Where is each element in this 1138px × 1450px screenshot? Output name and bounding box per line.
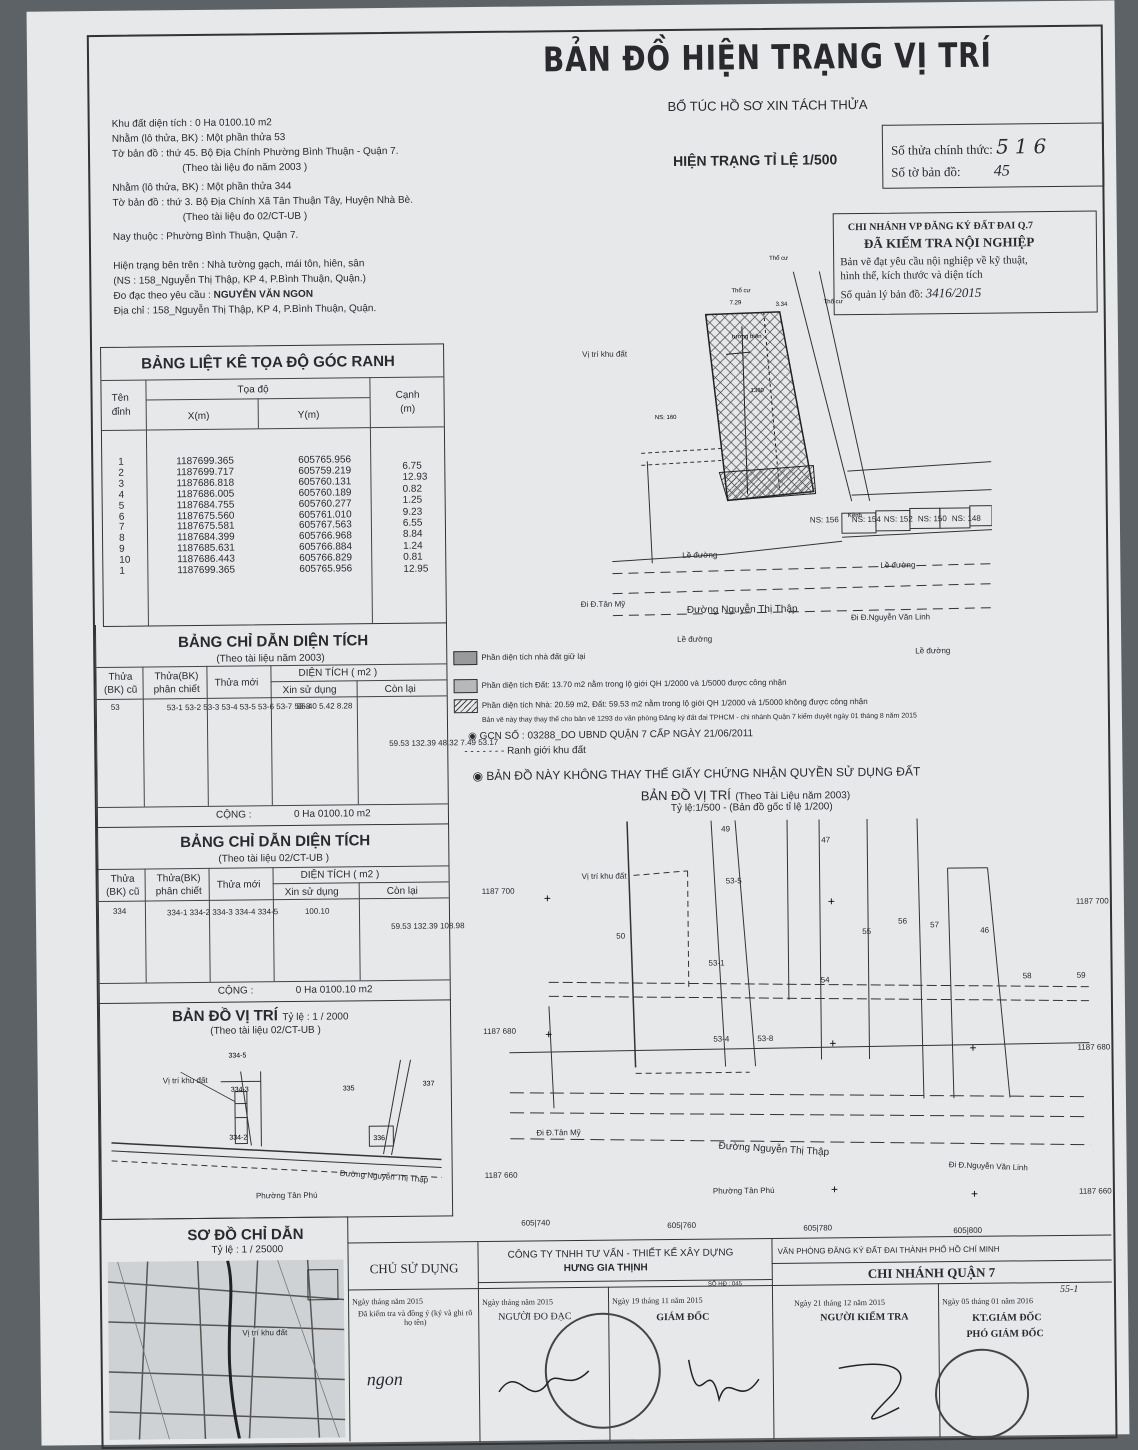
legend-swatch-kept	[453, 651, 477, 665]
location-site-label: Vị trí khu đất	[582, 872, 627, 881]
document-sheet: BẢN ĐỒ HIỆN TRẠNG VỊ TRÍ BỔ TÚC HỒ SƠ XI…	[27, 0, 1130, 1445]
svg-text:Thổ cư: Thổ cư	[731, 287, 750, 294]
svg-text:+: +	[545, 1027, 552, 1041]
svg-text:7.29: 7.29	[730, 300, 742, 306]
parcel-label: 334-3	[231, 1086, 249, 1093]
parcel-label: 334-2	[229, 1134, 247, 1141]
street-name: Đường Nguyễn Thị Thập	[687, 604, 798, 616]
parcel-label: 334-5	[228, 1052, 246, 1059]
legend-swatch-recognized	[454, 679, 478, 693]
area-table-2003: BẢNG CHỈ DẪN DIỆN TÍCH (Theo tài liệu nă…	[95, 621, 449, 828]
signature-section: CHỦ SỬ DỤNG Ngày tháng năm 2015 Đã kiểm …	[347, 1234, 1113, 1443]
map-sheet-value: 45	[964, 162, 1010, 179]
curb-label: Lề đường	[880, 560, 915, 569]
dir-right: Đi Đ.Nguyễn Văn Linh	[851, 612, 930, 622]
legend-swatch-unrecognized	[454, 699, 478, 713]
coordinate-table-title: BẢNG LIỆT KÊ TỌA ĐỘ GÓC RANH	[141, 353, 395, 373]
curb-label: Lề đường	[682, 551, 717, 560]
curb-label: Lề đường	[915, 646, 950, 655]
small-location-map: BẢN ĐỒ VỊ TRÍ Tỷ lệ : 1 / 2000 (Theo tài…	[99, 999, 453, 1220]
parcel-label: 336	[373, 1135, 385, 1142]
coordinate-table: BẢNG LIỆT KÊ TỌA ĐỘ GÓC RANH Tên đỉnh Tọ…	[100, 343, 447, 627]
sketch-site-label: Vị trí khu đất	[242, 1328, 287, 1337]
document-title: BẢN ĐỒ HIỆN TRẠNG VỊ TRÍ	[543, 36, 992, 81]
parcel-number-box: Số thửa chính thức: 516 Số tờ bản đồ: 45	[882, 122, 1105, 188]
curb-label: Lề đường	[677, 635, 712, 644]
svg-text:Thổ cư: Thổ cư	[824, 298, 843, 305]
dir-left: Đi Đ.Tân Mỹ	[581, 599, 626, 608]
parcel-official-label: Số thửa chính thức:	[891, 142, 993, 158]
svg-text:+: +	[971, 1187, 978, 1201]
vertex-x-values: 1187699.365 1187699.717 1187686.818 1187…	[176, 457, 235, 578]
vertex-y-values: 605765.956 605759.219 605760.131 605760.…	[298, 455, 352, 576]
svg-text:+: +	[831, 1182, 838, 1196]
small-map-ward: Phường Tân Phú	[256, 1191, 318, 1201]
svg-text:+: +	[544, 891, 551, 905]
small-map-site-label: Vị trí khu đất	[163, 1076, 208, 1085]
parcel-official-value: 516	[996, 134, 1052, 159]
parcel-label: 337	[423, 1081, 435, 1088]
info-line: Nay thuộc : Phường Bình Thuận, Quận 7.	[113, 225, 533, 244]
parcel-label: 335	[343, 1085, 355, 1092]
owner-signature: ngon	[367, 1369, 403, 1390]
svg-text:1360: 1360	[751, 388, 765, 394]
svg-text:+: +	[969, 1041, 976, 1055]
svg-text:Thổ cư: Thổ cư	[769, 255, 788, 262]
location-ward: Phường Tân Phú	[713, 1186, 775, 1196]
inspector-signature	[829, 1347, 950, 1438]
area-table-02ctub: BẢNG CHỈ DẪN DIỆN TÍCH (Theo tài liệu 02…	[97, 823, 451, 1004]
map-sheet-label: Số tờ bản đồ:	[891, 164, 961, 180]
requester-name: NGUYỄN VĂN NGON	[214, 289, 314, 301]
svg-text:3.34: 3.34	[776, 302, 788, 308]
edge-lengths: 6.75 12.93 0.82 1.25 9.23 6.55 8.84 1.24…	[402, 461, 428, 575]
current-site-label: Vị trí khu đất	[582, 349, 627, 358]
vertex-names: 1 2 3 4 5 6 7 8 9 10 1	[118, 458, 130, 578]
svg-text:+: +	[829, 1036, 836, 1050]
guide-sketch: SƠ ĐỒ CHỈ DẪN Tỷ lệ : 1 / 25000 Vị trí k…	[101, 1216, 350, 1444]
sketch-streets	[108, 1259, 346, 1439]
info-block: Khu đất diện tích : 0 Ha 0100.10 m2 Nhằm…	[112, 112, 534, 318]
signatures	[488, 1329, 769, 1432]
svg-text:+: +	[828, 894, 835, 908]
small-map-drawing: 334-5 334-3 334-2 335 337 336	[110, 1039, 442, 1212]
svg-text:NS: 160: NS: 160	[655, 415, 677, 421]
scale-label: HIỆN TRẠNG TỈ LỆ 1/500	[673, 151, 837, 169]
svg-text:tường bìên: tường bìên	[732, 334, 762, 340]
document-subtitle: BỔ TÚC HỒ SƠ XIN TÁCH THỬA	[667, 97, 867, 114]
